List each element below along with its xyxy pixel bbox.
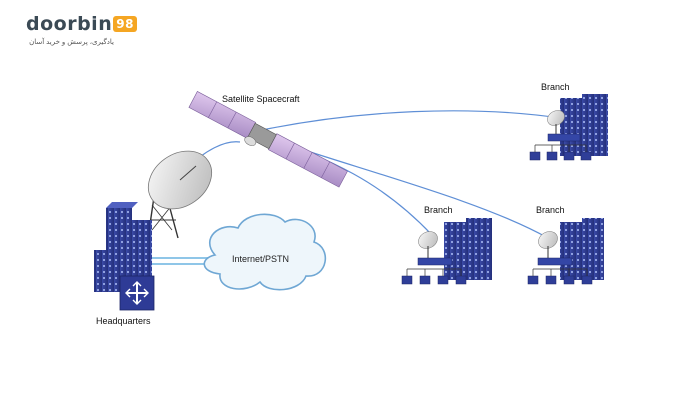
branch-1-label: Branch	[541, 82, 570, 92]
branch-3-dish	[538, 231, 558, 258]
branch-1-dish	[547, 110, 565, 134]
brand-name: doorbin	[26, 13, 113, 35]
branch-2-switch	[417, 257, 453, 266]
satellite-dish-small	[244, 136, 257, 146]
branch-3-switch	[537, 257, 573, 266]
branch-3-cables	[532, 268, 588, 276]
headquarters-label: Headquarters	[96, 316, 151, 326]
internet-cloud	[203, 213, 327, 291]
hq-to-cloud-link	[150, 257, 208, 265]
headquarters-building	[94, 202, 152, 292]
branch-2-label: Branch	[424, 205, 453, 215]
branch-2-cables	[406, 268, 462, 276]
satellite-body	[247, 122, 277, 150]
cloud-label: Internet/PSTN	[232, 254, 290, 264]
link-sat-to-branch-1	[261, 110, 561, 131]
branch-1-cables	[534, 144, 587, 152]
branch-1-building	[560, 94, 608, 156]
branch-2-workstations	[401, 275, 467, 285]
hq-router-icon	[119, 275, 155, 311]
branch-2-building	[444, 218, 492, 280]
branch-1-site	[529, 94, 608, 161]
branch-3-site	[527, 218, 604, 285]
satellite-label: Satellite Spacecraft	[222, 94, 300, 104]
branch-2-site	[401, 218, 492, 285]
branch-2-dish	[418, 231, 438, 258]
hq-dish-antenna	[147, 150, 212, 239]
satellite	[188, 91, 348, 188]
branch-3-building	[560, 218, 604, 280]
branch-3-label: Branch	[536, 205, 565, 215]
brand-badge: 98	[113, 16, 137, 32]
branch-1-switch	[547, 133, 581, 142]
brand-tagline: یادگیری، پرسش و خرید آسان	[29, 39, 114, 46]
solar-panel-right	[267, 133, 348, 188]
